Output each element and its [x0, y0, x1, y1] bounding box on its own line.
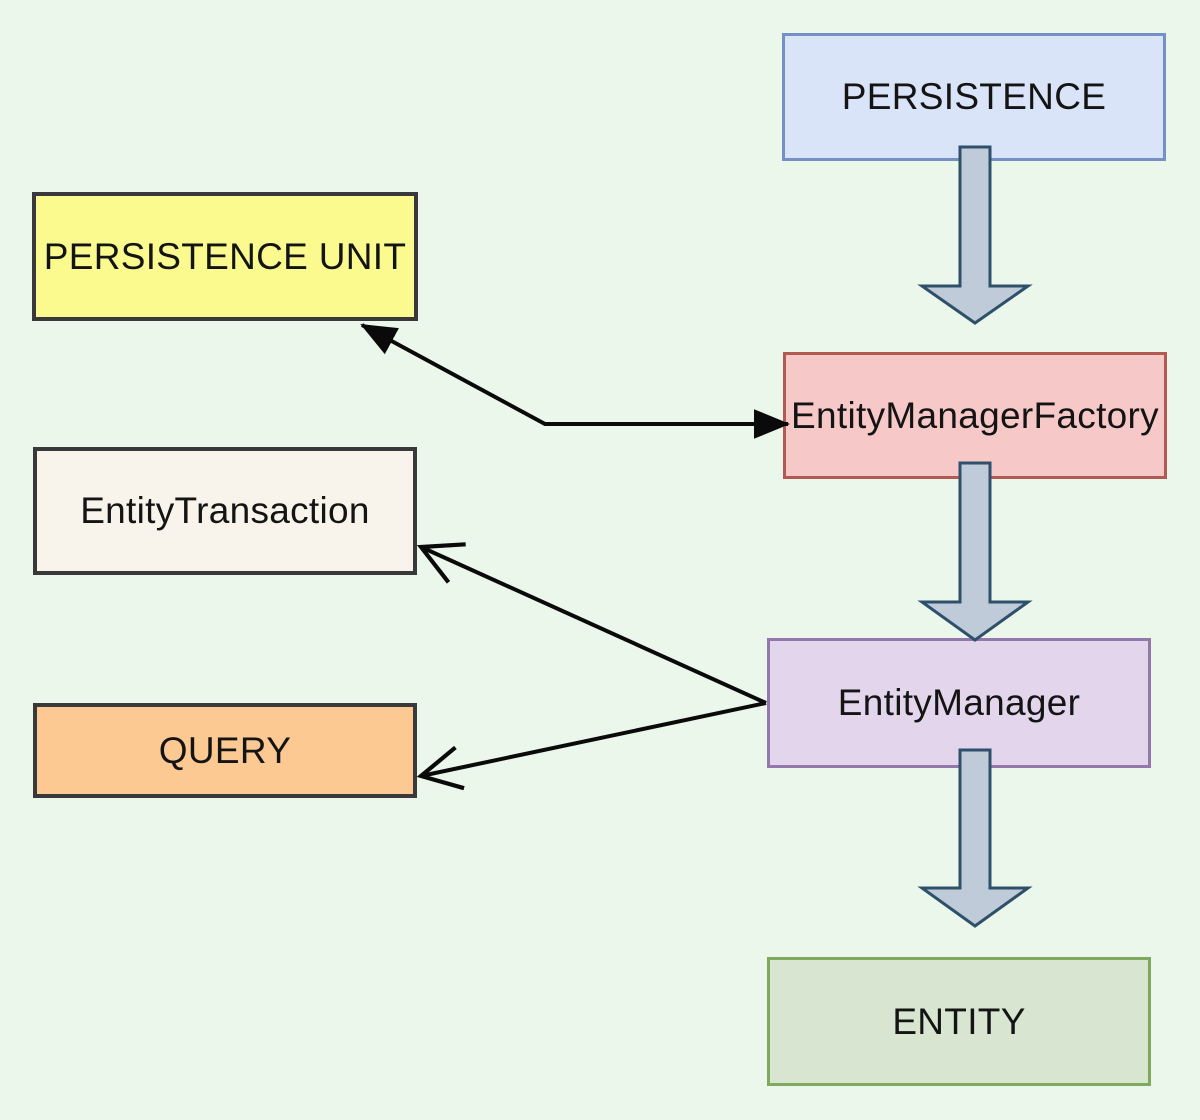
block-arrow-persistence-to-entitymanagerfactory: [917, 145, 1033, 325]
node-entity-manager-label: EntityManager: [837, 682, 1081, 723]
block-arrow-entitymanagerfactory-to-entitymanager: [917, 461, 1033, 642]
node-entity-label: ENTITY: [892, 1000, 1026, 1042]
node-query: QUERY: [33, 703, 417, 798]
arrow-entitymanager-to-entitytransaction: [421, 547, 767, 705]
node-persistence-label: PERSISTENCE: [841, 76, 1107, 117]
node-entity-manager-factory-label: EntityManagerFactory: [791, 394, 1159, 436]
node-persistence: PERSISTENCE: [782, 33, 1166, 161]
block-arrow-entitymanager-to-entity: [917, 748, 1033, 928]
node-persistence-unit: PERSISTENCE UNIT: [32, 192, 418, 321]
node-entity-manager-factory: EntityManagerFactory: [783, 352, 1167, 479]
node-entity-manager: EntityManager: [767, 638, 1151, 768]
arrow-entitymanagerfactory-to-persistence-unit: [360, 323, 790, 439]
node-query-label: QUERY: [158, 729, 292, 771]
arrow-entitymanager-to-query: [421, 701, 767, 776]
node-entity: ENTITY: [767, 957, 1151, 1086]
node-entity-transaction-label: EntityTransaction: [80, 490, 370, 531]
node-persistence-unit-label: PERSISTENCE UNIT: [43, 235, 407, 277]
node-entity-transaction: EntityTransaction: [33, 447, 417, 575]
